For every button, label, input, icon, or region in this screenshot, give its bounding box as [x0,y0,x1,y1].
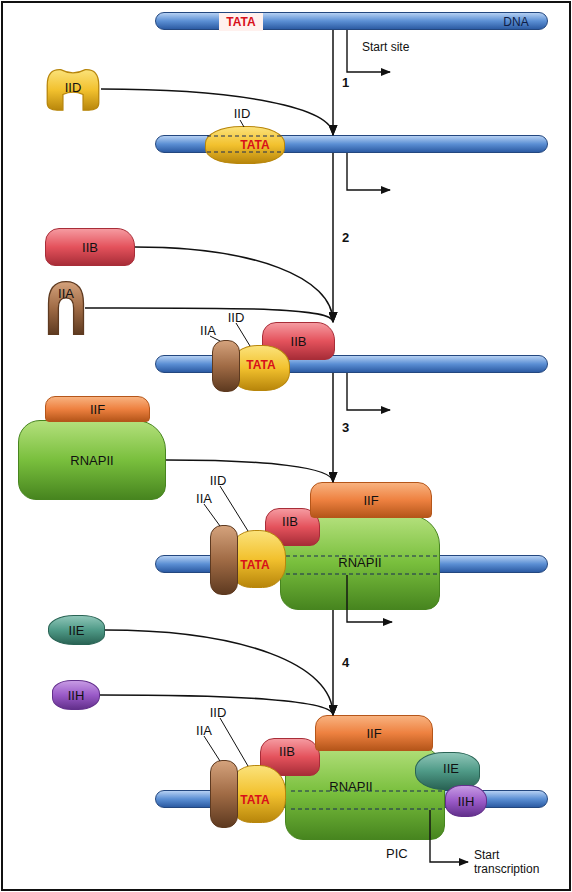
tfiif-protein: IIF [45,396,150,422]
protein-name: IID [229,105,255,121]
leader-line [220,718,248,766]
step-number: 2 [342,230,349,245]
leader-line [236,323,250,346]
step-number: 4 [342,655,349,670]
joining-line [105,630,333,715]
tfiif-protein: IIF [310,482,432,518]
protein-name: IIF [311,483,431,517]
step-number: 3 [342,420,349,435]
protein-name: IIB [270,509,310,533]
leader-line [204,504,220,526]
joining-line [85,308,333,322]
tata-box: TATA [239,356,283,374]
tata-box: TATA [233,556,277,574]
protein-name: IIB [265,739,309,763]
site-label: Start transcription [474,848,554,876]
tfiia-protein: IIA [210,525,238,595]
protein-name: IIF [46,397,149,421]
dna-strand: TATA DNA [155,12,548,30]
start-arrow [347,153,390,190]
protein-name: IIE [426,753,476,783]
joining-line [101,89,333,135]
protein-name: IIA [191,491,217,505]
rna-polymerase: RNAPII [18,420,166,500]
tfiih-protein: IIH [52,680,100,710]
protein-name: IIA [47,282,85,304]
protein-name: IID [223,310,249,324]
step-number: 1 [342,75,349,90]
protein-name: IIF [316,716,432,750]
joining-line [166,460,333,482]
site-label: Start site [362,40,442,54]
step-arrow [332,153,334,322]
tfiib-protein: IIB [45,228,135,266]
step-arrow [332,30,334,135]
protein-name: IIB [46,229,134,265]
protein-name: IIA [195,323,221,337]
step-arrow [332,373,334,482]
tfiid-protein: IID [45,66,101,112]
protein-name: IIH [53,681,99,709]
start-arrow [347,373,390,410]
tfiia-protein: IIA [210,760,238,828]
tfiih-protein: IIH [445,785,487,817]
tfiia-protein: IIA [212,340,240,392]
tata-box: TATA [233,791,277,809]
tata-box: TATA [219,13,263,31]
tfiie-protein: IIE [48,615,105,645]
protein-name: IIA [191,723,217,737]
protein-name: IIE [49,616,104,644]
protein-name: RNAPII [19,421,165,499]
tata-box: TATA [233,136,277,154]
protein-name: IID [45,74,101,100]
protein-name: IID [205,705,231,719]
tfiia-protein: IIA [47,280,85,336]
complex-label: PIC [386,846,426,861]
protein-name: IIH [446,786,486,816]
step-arrow [332,610,334,715]
strand-label: DNA [496,13,536,31]
leader-line [204,736,220,761]
protein-name: IID [205,473,231,487]
tfiif-protein: IIF [315,715,433,751]
